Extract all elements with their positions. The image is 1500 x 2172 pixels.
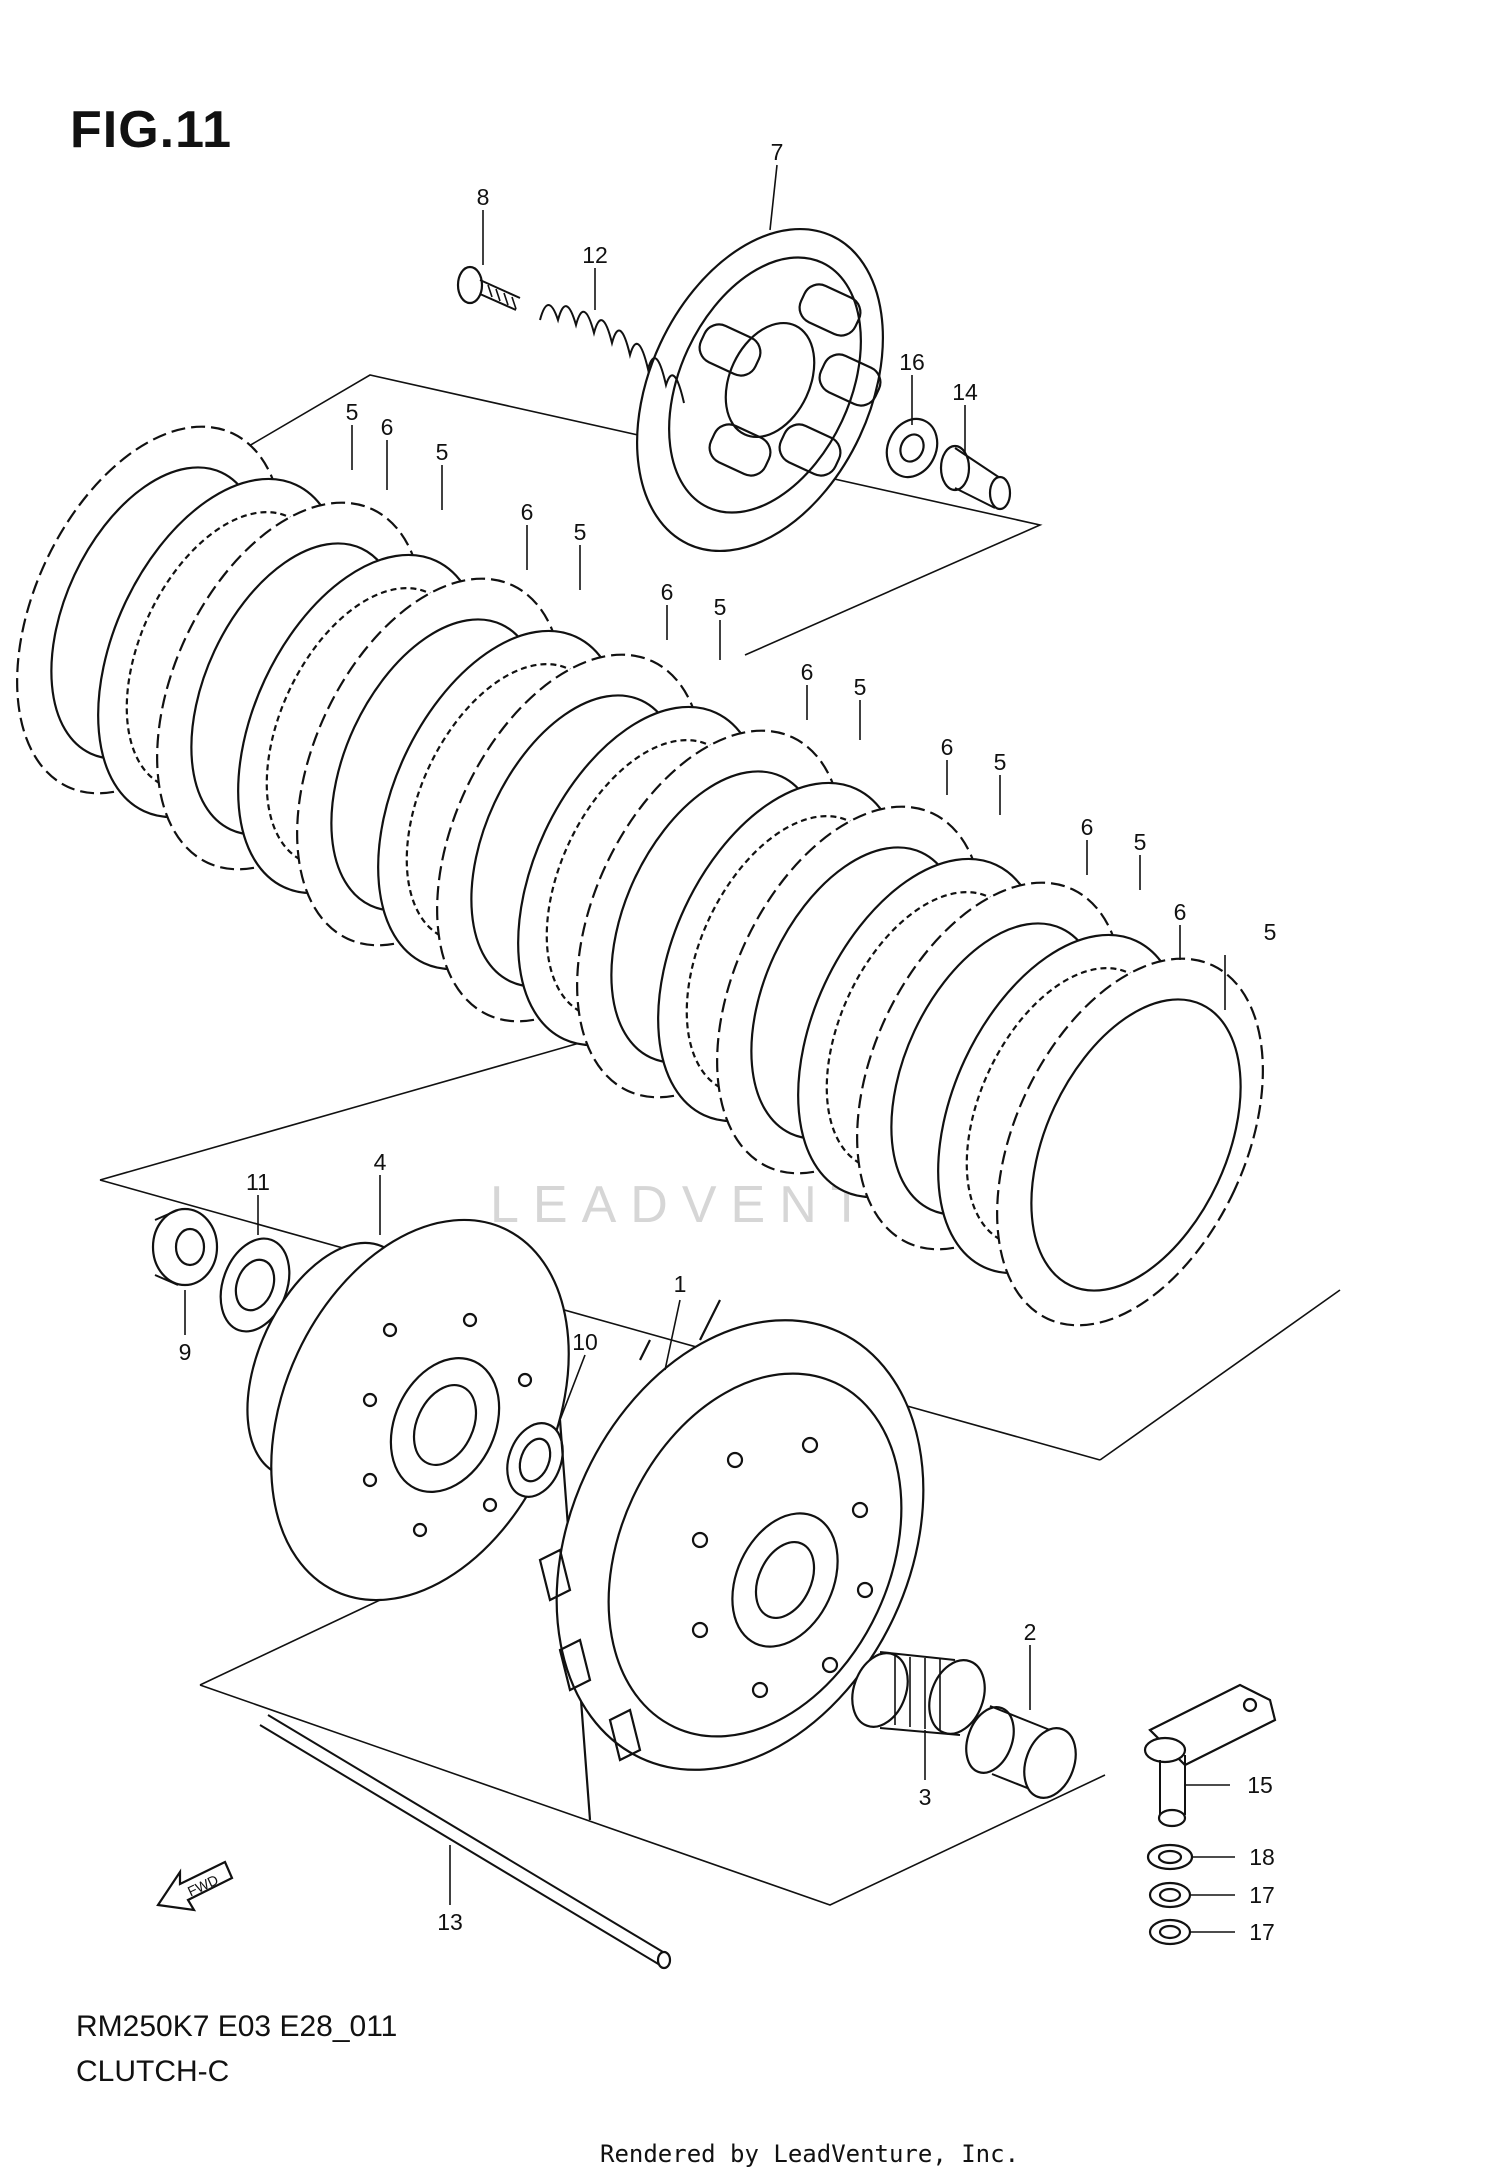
callout-5d: 5 xyxy=(714,594,727,620)
section-name: CLUTCH-C xyxy=(76,2055,230,2088)
callout-5a: 5 xyxy=(346,399,359,425)
render-credit: Rendered by LeadVenture, Inc. xyxy=(600,2140,1020,2168)
clutch-plate-stack xyxy=(16,425,1264,1327)
figure-title: FIG.11 xyxy=(70,101,233,159)
callout-labels: 1 2 3 4 5 5 5 5 5 5 5 5 6 6 6 6 6 6 6 7 … xyxy=(179,139,1277,1945)
callout-leader-lines xyxy=(184,164,1235,1933)
clutch-spring xyxy=(539,304,685,404)
push-rod xyxy=(259,1714,672,1970)
callout-11: 11 xyxy=(246,1169,270,1195)
model-code: RM250K7 E03 E28_011 xyxy=(76,2010,398,2043)
oil-seal xyxy=(1146,1843,1194,1871)
drive-plate xyxy=(996,957,1264,1327)
callout-16: 16 xyxy=(899,349,925,375)
callout-6g: 6 xyxy=(1174,899,1187,925)
clutch-spring-bolt xyxy=(456,265,521,311)
callout-6d: 6 xyxy=(801,659,814,685)
callout-15: 15 xyxy=(1247,1772,1273,1798)
callout-5e: 5 xyxy=(854,674,867,700)
push-piece xyxy=(939,444,1012,511)
callout-5h: 5 xyxy=(1264,919,1277,945)
callout-12: 12 xyxy=(582,242,608,268)
fwd-label: FWD xyxy=(185,1871,221,1899)
clutch-housing xyxy=(538,1299,925,1821)
callout-14: 14 xyxy=(952,379,978,405)
callout-8: 8 xyxy=(477,184,490,210)
callout-1: 1 xyxy=(674,1271,687,1297)
forward-direction-arrow: FWD xyxy=(156,1860,234,1912)
callout-4: 4 xyxy=(374,1149,387,1175)
callout-6e: 6 xyxy=(941,734,954,760)
clutch-sleeve-hub xyxy=(246,1218,570,1602)
callout-5f: 5 xyxy=(994,749,1007,775)
release-shaft-bearing-lower xyxy=(1148,1918,1192,1946)
callout-5b: 5 xyxy=(436,439,449,465)
callout-17b: 17 xyxy=(1249,1919,1275,1945)
thrust-washer xyxy=(506,1422,564,1498)
callout-6f: 6 xyxy=(1081,814,1094,840)
callout-9: 9 xyxy=(179,1339,192,1365)
callout-5c: 5 xyxy=(574,519,587,545)
callout-7: 7 xyxy=(771,139,784,165)
release-shaft-bearing-upper xyxy=(1148,1881,1192,1909)
callout-10: 10 xyxy=(572,1329,598,1355)
needle-bearing xyxy=(851,1651,986,1736)
clutch-release-shaft xyxy=(1143,1683,1277,1828)
spacer xyxy=(965,1705,1077,1799)
callout-2: 2 xyxy=(1024,1619,1037,1645)
callout-6a: 6 xyxy=(381,414,394,440)
callout-18: 18 xyxy=(1249,1844,1275,1870)
bearing xyxy=(885,417,939,479)
callout-5g: 5 xyxy=(1134,829,1147,855)
callout-13: 13 xyxy=(437,1909,463,1935)
callout-3: 3 xyxy=(919,1784,932,1810)
clutch-hub-nut xyxy=(151,1207,219,1287)
pressure-plate xyxy=(636,227,884,553)
callout-6b: 6 xyxy=(521,499,534,525)
callout-17a: 17 xyxy=(1249,1882,1275,1908)
callout-6c: 6 xyxy=(661,579,674,605)
